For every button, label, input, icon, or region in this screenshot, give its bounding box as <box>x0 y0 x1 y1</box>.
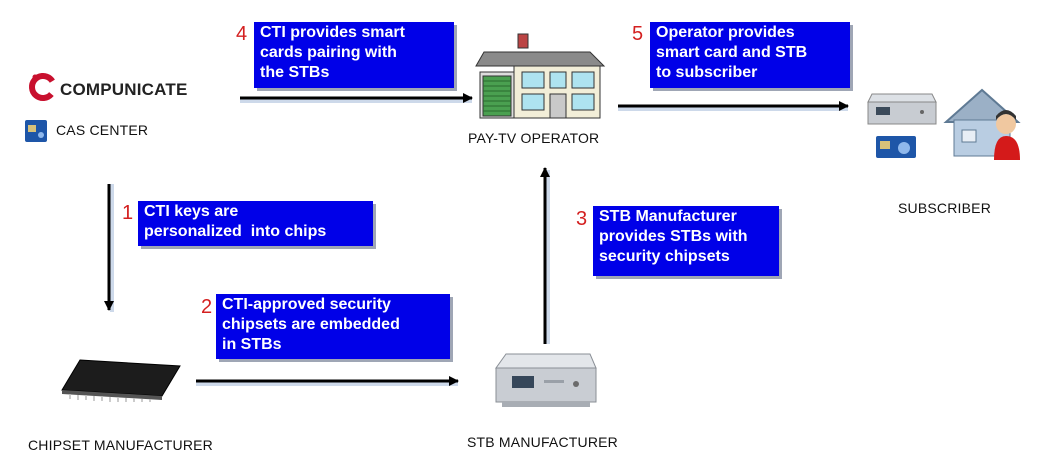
step-3-number: 3 <box>576 208 588 230</box>
step-4-number: 4 <box>236 23 248 45</box>
compunicate-logo-icon <box>29 73 57 101</box>
arrow-cas-to-operator <box>240 93 473 103</box>
step-3-box: STB Manufacturer provides STBs with secu… <box>593 206 779 276</box>
step-5-number: 5 <box>632 23 644 45</box>
arrow-stb-to-operator <box>540 167 550 344</box>
step-4-box: CTI provides smart cards pairing with th… <box>254 22 454 88</box>
smart-card-icon <box>25 120 47 142</box>
arrow-cas-to-chipset <box>104 184 114 312</box>
arrow-operator-to-subscriber <box>618 101 849 111</box>
arrow-chipset-to-stb <box>196 376 459 386</box>
chipset-manufacturer-label: CHIPSET MANUFACTURER <box>28 437 213 453</box>
chip-icon <box>61 359 181 402</box>
step-1-number: 1 <box>122 202 134 224</box>
pay-tv-operator-label: PAY-TV OPERATOR <box>468 130 600 146</box>
step-1-box: CTI keys are personalized into chips <box>138 201 373 246</box>
step-5-box: Operator provides smart card and STB to … <box>650 22 850 88</box>
smart-card-icon <box>876 136 916 158</box>
set-top-box-icon <box>495 353 597 407</box>
house-icon <box>475 33 606 119</box>
stb-manufacturer-label: STB MANUFACTURER <box>467 434 618 450</box>
subscriber-home-icon <box>943 88 1021 160</box>
set-top-box-icon <box>867 93 937 125</box>
company-logo-text: COMPUNICATE <box>60 80 188 99</box>
step-2-number: 2 <box>201 296 213 318</box>
subscriber-label: SUBSCRIBER <box>898 200 992 216</box>
cas-center-label: CAS CENTER <box>56 122 149 138</box>
step-2-box: CTI-approved security chipsets are embed… <box>216 294 450 359</box>
